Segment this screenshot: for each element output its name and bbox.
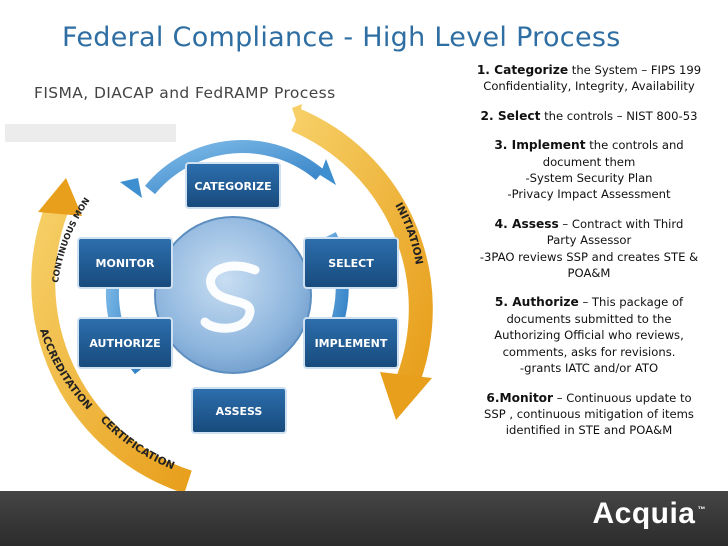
box-label-implement: IMPLEMENT — [315, 337, 388, 350]
step-categorize: 1. Categorize the System – FIPS 199 Conf… — [476, 63, 702, 94]
page-title: Federal Compliance - High Level Process — [62, 22, 621, 53]
box-implement: IMPLEMENT — [303, 317, 399, 369]
page-subtitle: FISMA, DIACAP and FedRAMP Process — [34, 84, 336, 102]
box-select: SELECT — [303, 237, 399, 289]
box-label-select: SELECT — [328, 257, 374, 270]
box-assess: ASSESS — [191, 387, 287, 434]
step-implement: 3. Implement the controls and document t… — [494, 138, 684, 202]
box-label-categorize: CATEGORIZE — [194, 180, 271, 193]
box-label-authorize: AUTHORIZE — [89, 337, 160, 350]
initiation-arrow — [291, 104, 433, 420]
box-label-monitor: MONITOR — [96, 257, 155, 270]
swirl-logo-icon — [200, 261, 260, 333]
step-authorize: 5. Authorize – This package of documents… — [494, 295, 684, 376]
box-monitor: MONITOR — [77, 237, 173, 289]
box-categorize: CATEGORIZE — [185, 162, 281, 209]
box-label-assess: ASSESS — [216, 405, 263, 418]
step-assess: 4. Assess – Contract with Third Party As… — [479, 216, 699, 281]
process-diagram: INITIATION CONTINUOUS MONITORING ACCREDI… — [0, 95, 433, 491]
central-hub — [154, 216, 312, 374]
step-select: 2. Select the controls – NIST 800-53 — [480, 108, 698, 123]
step-monitor: 6.Monitor – Continuous update to SSP , c… — [484, 390, 694, 438]
left-cycle-arrow — [31, 178, 192, 491]
process-steps: 1. Categorize the System – FIPS 199 Conf… — [462, 62, 716, 452]
decorative-strip — [5, 124, 176, 142]
box-authorize: AUTHORIZE — [77, 317, 173, 369]
